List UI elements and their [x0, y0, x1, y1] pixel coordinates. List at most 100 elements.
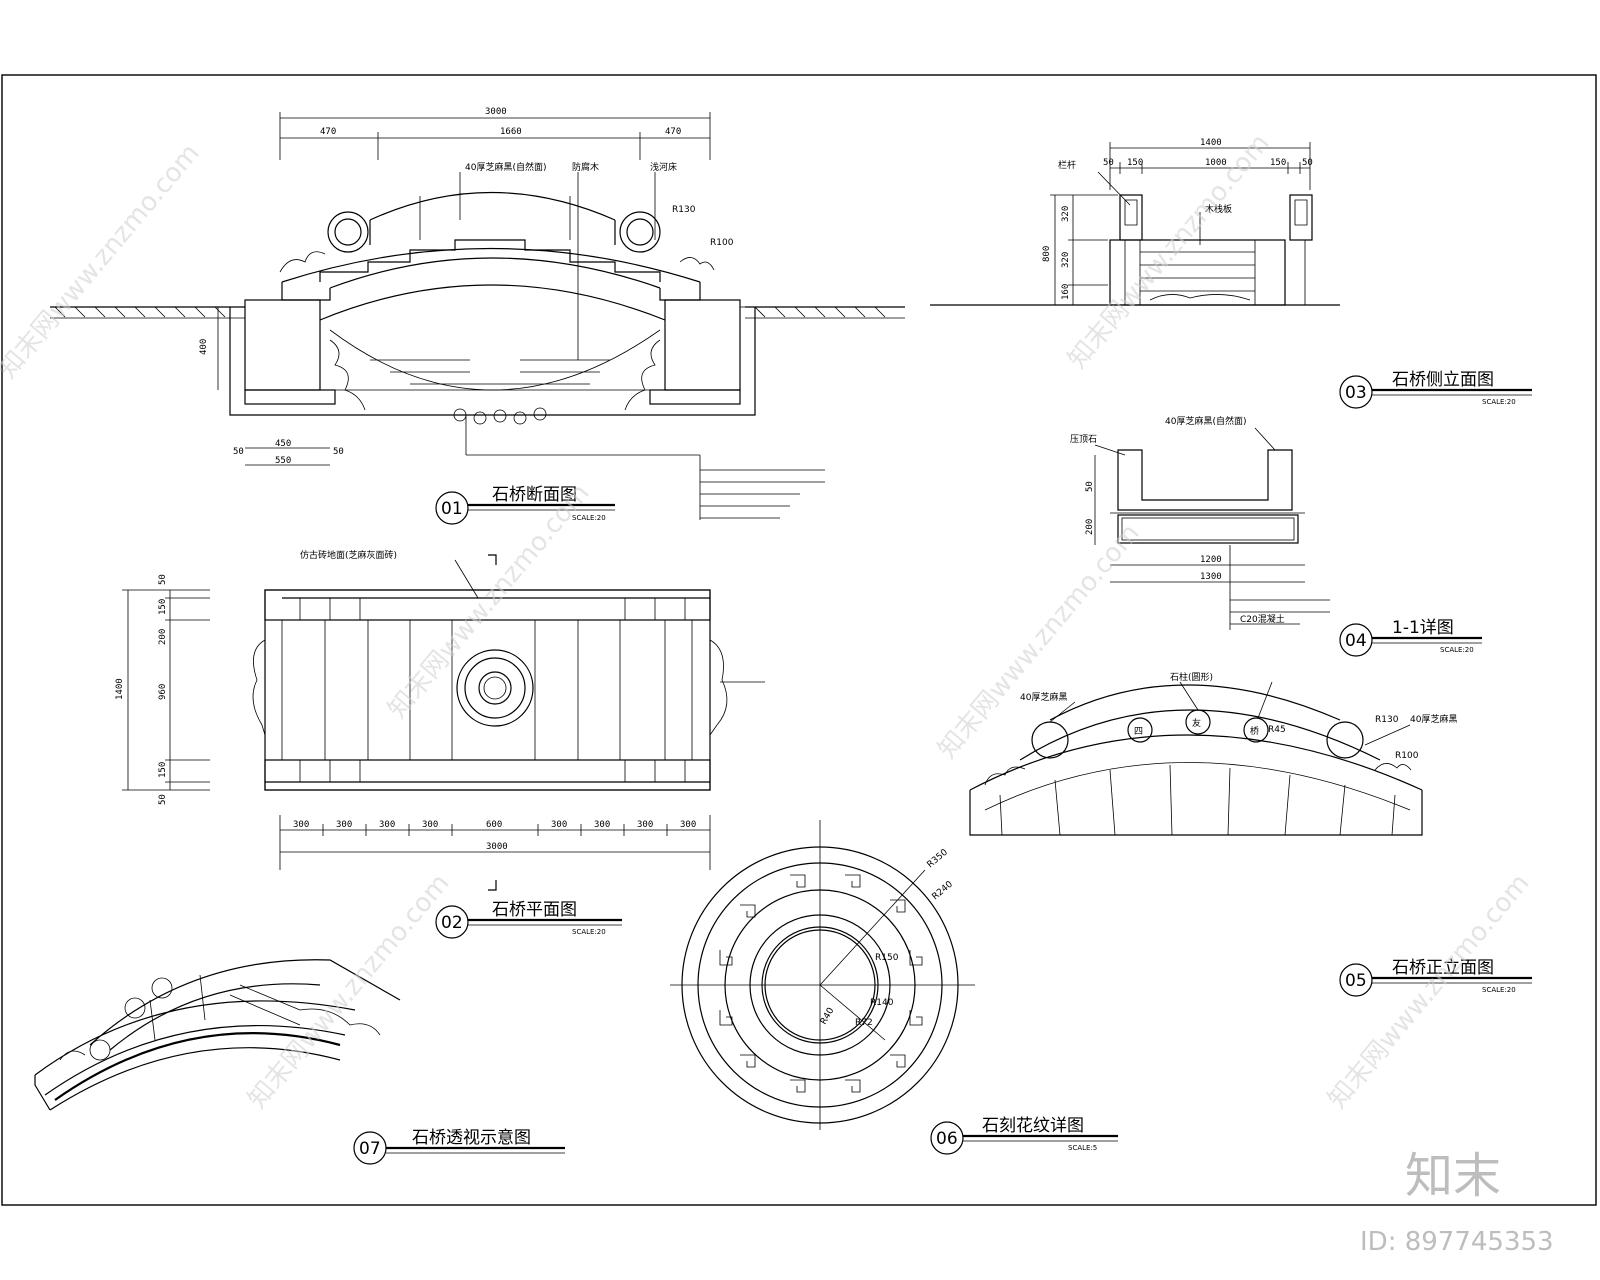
label-wood: 防腐木: [572, 161, 599, 173]
svg-text:300: 300: [680, 820, 696, 830]
char-qiao: 桥: [1250, 725, 1259, 737]
svg-text:960: 960: [158, 684, 168, 700]
svg-text:02: 02: [441, 913, 463, 933]
dim-plan-height: 1400: [115, 678, 125, 700]
label-paving: 仿古砖地面(芝麻灰面砖): [300, 549, 397, 561]
svg-text:600: 600: [486, 820, 502, 830]
title-05-text: 石桥正立面图: [1392, 958, 1494, 978]
svg-text:50: 50: [158, 574, 168, 585]
svg-text:R40: R40: [819, 1006, 837, 1027]
image-id: ID: 897745353: [1360, 1227, 1554, 1257]
svg-text:知末网www.znzmo.com: 知末网www.znzmo.com: [382, 478, 595, 724]
title-01-text: 石桥断面图: [492, 485, 577, 505]
title-04: 04 1-1详图 SCALE:20: [1339, 618, 1482, 657]
svg-text:150: 150: [1270, 158, 1286, 168]
svg-text:R130: R130: [1375, 715, 1399, 725]
label-stone: 40厚芝麻黑(自然面): [465, 161, 546, 173]
svg-text:50: 50: [1302, 158, 1313, 168]
svg-text:SCALE:20: SCALE:20: [1440, 646, 1474, 654]
svg-text:R240: R240: [931, 879, 956, 902]
svg-text:R140: R140: [870, 998, 894, 1008]
label-railing: 栏杆: [1058, 159, 1076, 171]
dim-b2: 550: [275, 456, 291, 466]
dim-mid: 1660: [500, 127, 522, 137]
label-coping: 压顶石: [1070, 434, 1097, 445]
label-front-stone-left: 40厚芝麻黑: [1020, 691, 1067, 703]
svg-text:01: 01: [441, 499, 463, 519]
svg-text:1000: 1000: [1205, 158, 1227, 168]
svg-text:06: 06: [936, 1129, 958, 1149]
dim-depth: 400: [199, 339, 209, 355]
title-02-text: 石桥平面图: [492, 900, 577, 920]
dim-right: 470: [665, 127, 681, 137]
dim-b3: 50: [333, 447, 344, 457]
dim-b0: 50: [233, 447, 244, 457]
svg-text:R100: R100: [1395, 751, 1419, 761]
svg-text:50: 50: [1103, 158, 1114, 168]
radius-r100: R100: [710, 238, 734, 248]
svg-text:300: 300: [637, 820, 653, 830]
title-07: 07 石桥透视示意图: [353, 1128, 565, 1165]
svg-text:SCALE:5: SCALE:5: [1068, 1144, 1097, 1152]
svg-text:1400: 1400: [1200, 138, 1222, 148]
label-front-stone-right: 40厚芝麻黑: [1410, 713, 1457, 725]
svg-text:150: 150: [158, 762, 168, 778]
svg-text:300: 300: [336, 820, 352, 830]
svg-text:1200: 1200: [1200, 555, 1222, 565]
svg-text:320: 320: [1061, 206, 1071, 222]
brand-logo: 知末: [1405, 1148, 1501, 1204]
dim-b1: 450: [275, 439, 291, 449]
perspective-view: [34, 959, 401, 1111]
char-you: 友: [1192, 717, 1201, 729]
sheet-border: [1, 74, 1597, 1206]
title-01: 01 石桥断面图 SCALE:20: [435, 485, 615, 525]
svg-text:R150: R150: [875, 953, 899, 963]
svg-text:SCALE:20: SCALE:20: [572, 514, 606, 522]
svg-text:R45: R45: [1268, 725, 1286, 735]
label-riverbed: 浅河床: [650, 161, 677, 173]
label-plank: 木栈板: [1205, 203, 1232, 215]
svg-text:160: 160: [1061, 284, 1071, 300]
svg-text:50: 50: [1085, 481, 1095, 492]
svg-text:07: 07: [359, 1139, 381, 1159]
plan-view: 1400 50 150 200 960 150 50 300 300 300 3…: [115, 549, 765, 891]
dim-left: 470: [320, 127, 336, 137]
svg-text:50: 50: [158, 794, 168, 805]
title-07-text: 石桥透视示意图: [412, 1128, 531, 1148]
front-view: 四 友 桥 40厚芝麻黑 石柱(圆形) 40厚芝麻黑 R45 R130 R100: [969, 671, 1457, 836]
svg-text:04: 04: [1345, 631, 1367, 651]
pattern-detail: R350 R240 R150 R140 R40 R72: [670, 820, 975, 1130]
title-03-text: 石桥侧立面图: [1392, 370, 1494, 390]
svg-text:1300: 1300: [1200, 572, 1222, 582]
svg-text:知末网www.znzmo.com: 知末网www.znzmo.com: [242, 868, 455, 1114]
svg-text:200: 200: [1085, 519, 1095, 535]
svg-text:知末网www.znzmo.com: 知末网www.znzmo.com: [1062, 128, 1275, 374]
side-view: 1400 50 150 1000 150 50 800 320 320 160 …: [930, 138, 1340, 306]
svg-text:800: 800: [1042, 246, 1052, 262]
svg-text:320: 320: [1061, 252, 1071, 268]
svg-text:05: 05: [1345, 971, 1367, 991]
watermark-text: 知末网www.znzmo.com: [0, 138, 206, 384]
dim-total: 3000: [485, 107, 507, 117]
svg-text:知末网www.znzmo.com: 知末网www.znzmo.com: [932, 518, 1145, 764]
svg-text:300: 300: [551, 820, 567, 830]
title-04-text: 1-1详图: [1392, 618, 1454, 638]
radius-r130: R130: [672, 205, 696, 215]
title-06-text: 石刻花纹详图: [982, 1116, 1084, 1136]
svg-text:R72: R72: [855, 1018, 873, 1028]
title-05: 05 石桥正立面图 SCALE:20: [1339, 958, 1532, 997]
svg-text:03: 03: [1345, 383, 1367, 403]
svg-text:150: 150: [1127, 158, 1143, 168]
svg-text:SCALE:20: SCALE:20: [572, 928, 606, 936]
svg-text:300: 300: [379, 820, 395, 830]
svg-text:SCALE:20: SCALE:20: [1482, 986, 1516, 994]
svg-text:R350: R350: [926, 847, 951, 870]
title-06: 06 石刻花纹详图 SCALE:5: [930, 1116, 1118, 1155]
detail-11: 1200 1300 50 200 40厚芝麻黑(自然面) 压顶石 C20混凝土: [1070, 415, 1330, 630]
section-view: 3000 470 1660 470: [50, 107, 905, 520]
label-detail-stone: 40厚芝麻黑(自然面): [1165, 415, 1246, 427]
title-02: 02 石桥平面图 SCALE:20: [435, 900, 622, 939]
title-03: 03 石桥侧立面图 SCALE:20: [1339, 370, 1532, 409]
char-si: 四: [1134, 727, 1143, 737]
